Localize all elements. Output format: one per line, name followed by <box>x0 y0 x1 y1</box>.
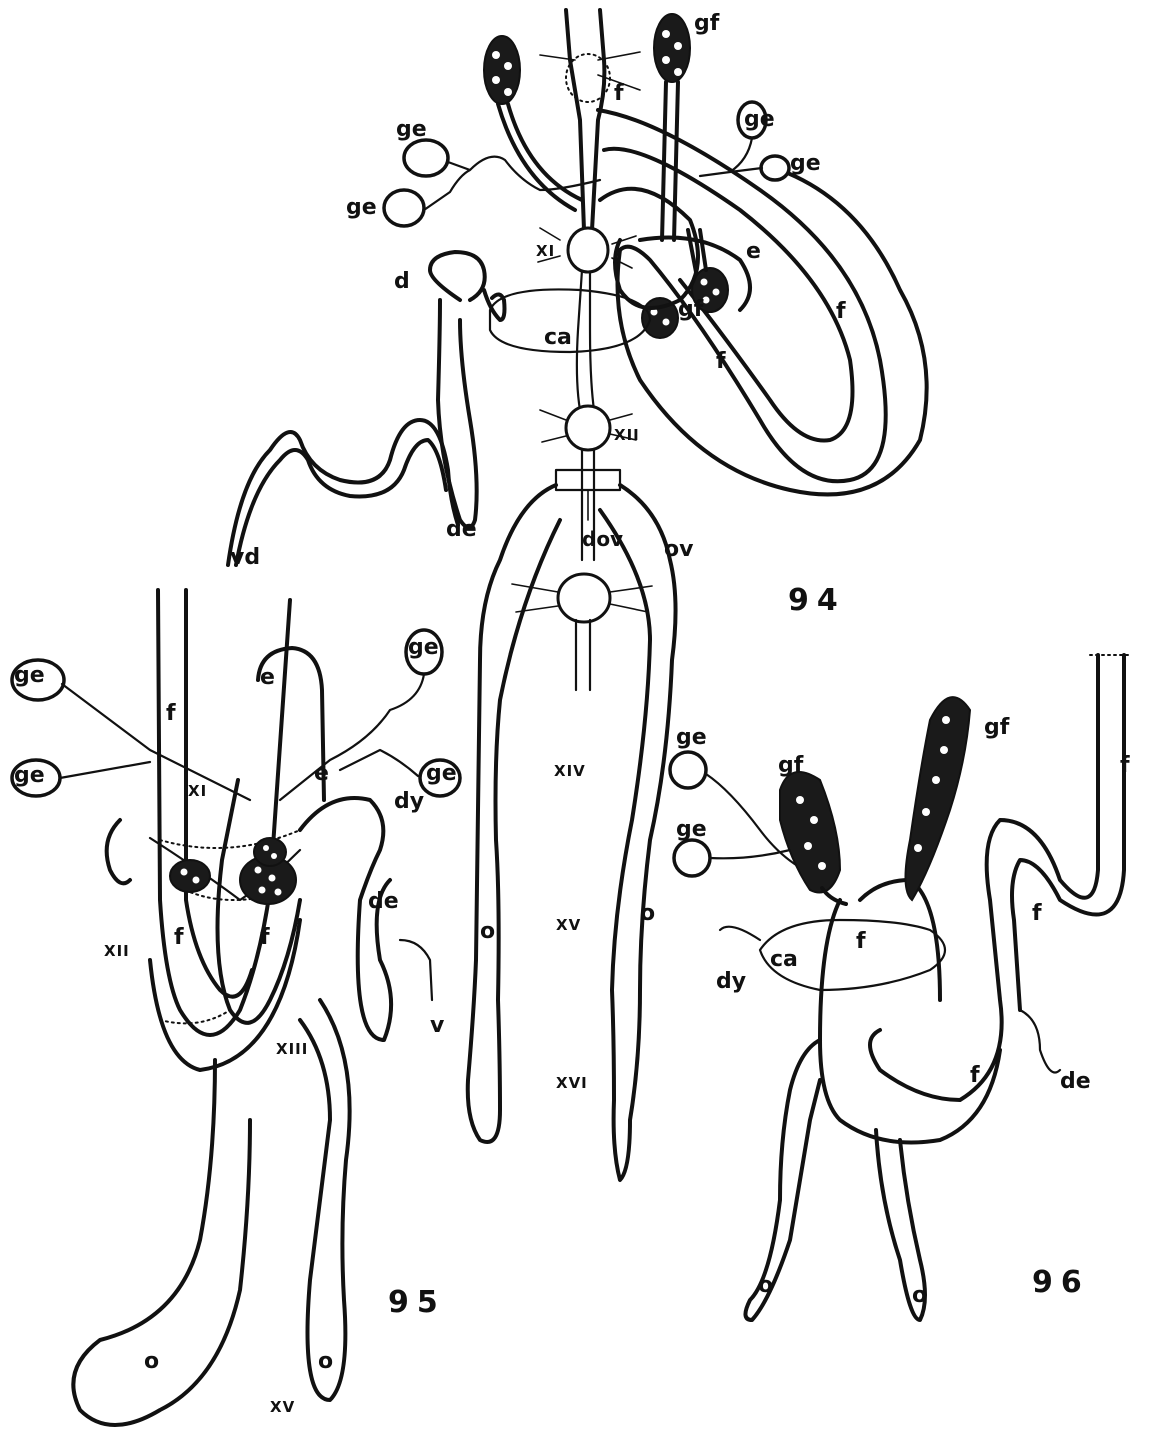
fig95-label-dy: dy <box>394 789 424 814</box>
fig94-segment-xi: XI <box>536 242 555 260</box>
fig94-segment-xiv: XIV <box>554 762 586 780</box>
fig94-label-de: de <box>446 517 477 542</box>
fig94-label-ca: ca <box>544 325 572 350</box>
gland-ge-2 <box>384 190 424 226</box>
fig94-label-gf-2: gf <box>678 297 704 322</box>
fig95-label-f-2: f <box>174 925 184 950</box>
fig96-label-dy: dy <box>716 969 746 994</box>
penial-bulb-e <box>600 189 698 308</box>
gland-ducts-left <box>60 684 250 800</box>
fig96-label-o-1: o <box>758 1273 773 1298</box>
fig94-segment-xii: XII <box>614 426 640 444</box>
fig96-label-de: de <box>1060 1069 1091 1094</box>
fig94-label-ge-4: ge <box>790 151 821 176</box>
figure-94-number: 94 <box>788 583 846 618</box>
fig95-label-f-3: f <box>260 925 270 950</box>
fig94-segment-xvi: XVI <box>556 1074 588 1092</box>
fig94-label-f-3: f <box>716 349 726 374</box>
fig94-label-o-1: o <box>480 919 495 944</box>
fig94-label-f-1: f <box>614 81 624 106</box>
gland-ge-4 <box>761 156 789 180</box>
duct-dy <box>300 798 391 1040</box>
fig96-label-f-1: f <box>1120 753 1130 778</box>
nerve-cord-end <box>576 620 590 690</box>
figure-95-number: 95 <box>388 1285 446 1320</box>
atrium-loop-outer <box>598 110 886 481</box>
prostate-cluster-left <box>170 860 210 892</box>
ovary-o-96-left <box>745 1040 820 1320</box>
gland-ducts-right <box>280 674 424 800</box>
fig96-label-o-2: o <box>912 1283 927 1308</box>
ganglion-xi <box>568 228 608 272</box>
fig95-label-ge-3: ge <box>408 635 439 660</box>
body-f-96 <box>820 900 1000 1143</box>
fig94-label-ge-1: ge <box>396 117 427 142</box>
fig94-label-gf-1: gf <box>694 11 720 36</box>
prostate-gf-96-left <box>780 772 846 904</box>
fig94-segment-xv: XV <box>556 916 581 934</box>
fig94-label-d: d <box>394 269 410 294</box>
prostate-gf-96-right <box>905 697 970 900</box>
fig95-label-ge-4: ge <box>426 761 457 786</box>
ganglion-xii <box>566 406 610 450</box>
fig95-label-v: v <box>430 1013 445 1038</box>
fig96-label-f-2: f <box>1032 901 1042 926</box>
ganglion-xiii <box>558 574 610 622</box>
ovary-right <box>600 485 676 1180</box>
gland-ge-1 <box>404 140 448 176</box>
fig95-segment-xi: XI <box>188 782 207 800</box>
duct-de-96 <box>1020 1010 1060 1073</box>
fig95-label-o-1: o <box>144 1349 159 1374</box>
fig95-label-e-2: e <box>314 761 329 786</box>
fig95-label-de: de <box>368 889 399 914</box>
fig95-label-f-1: f <box>166 701 176 726</box>
fig96-label-ge-1: ge <box>676 725 707 750</box>
fig95-label-e-1: e <box>260 665 275 690</box>
fig95-label-ge-1: ge <box>14 663 45 688</box>
duct-d <box>430 252 485 528</box>
prostate-cluster-top <box>254 838 286 866</box>
gland-ge-1 <box>670 752 706 788</box>
fig94-label-vd: vd <box>230 545 260 570</box>
fig96-label-gf-1: gf <box>778 753 804 778</box>
fig94-label-dov: dov <box>582 527 623 551</box>
fig94-label-ge-2: ge <box>346 195 377 220</box>
duct-dy-96 <box>720 927 760 940</box>
fig95-segment-xii: XII <box>104 942 130 960</box>
fig95-label-ge-2: ge <box>14 763 45 788</box>
fig96-label-ge-2: ge <box>676 817 707 842</box>
fig96-label-f-3: f <box>856 929 866 954</box>
fig96-label-ca: ca <box>770 947 798 972</box>
gland-ducts-left <box>424 157 600 210</box>
ovary-o-left <box>73 1060 250 1425</box>
penial-f-96 <box>860 880 940 1000</box>
duct-coil-left <box>107 820 130 883</box>
oviduct-junction <box>556 470 620 490</box>
fig94-label-ov: ov <box>664 537 694 562</box>
prostate-gf-left <box>484 36 582 210</box>
fig94-label-ge-3: ge <box>744 107 775 132</box>
atrium-f-right-inner <box>1012 655 1124 1010</box>
fig94-label-o-2: o <box>640 901 655 926</box>
fig95-segment-xiii: XIII <box>276 1040 308 1058</box>
gland-ge-2 <box>674 840 710 876</box>
fig96-label-f-4: f <box>970 1063 980 1088</box>
fig94-label-f-2: f <box>836 299 846 324</box>
figure-96-number: 96 <box>1032 1265 1090 1300</box>
duct-v <box>400 940 432 1000</box>
vas-deferens-inner <box>236 440 446 565</box>
fig94-label-e: e <box>746 239 761 264</box>
fig95-label-o-2: o <box>318 1349 333 1374</box>
ovary-o-right <box>300 1000 350 1400</box>
fig96-label-gf-2: gf <box>984 715 1010 740</box>
fig95-segment-xv: XV <box>270 1398 295 1416</box>
